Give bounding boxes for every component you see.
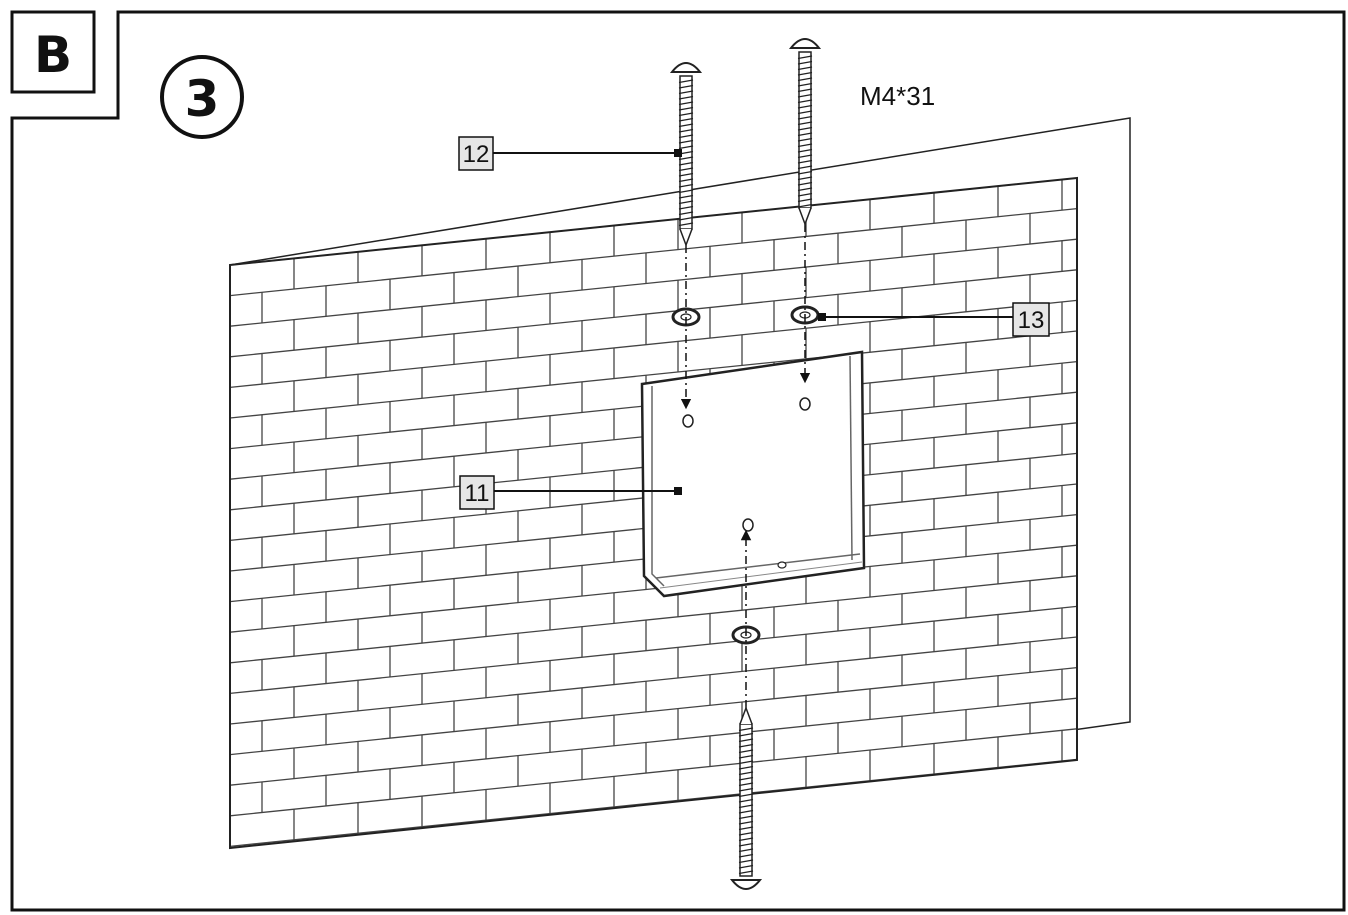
screw-icon (669, 62, 703, 248)
plate-hole (742, 518, 754, 532)
callout-label: 11 (465, 480, 490, 507)
screw-icon (729, 705, 763, 890)
frame-border (10, 10, 1346, 912)
step-number: 3 (185, 70, 220, 128)
plate-hole (799, 397, 811, 411)
brick-wall-outline (229, 176, 1078, 850)
callout-screw: 12 (458, 136, 682, 171)
callout-bracket: 11 (459, 475, 682, 510)
plate-hole (777, 561, 787, 569)
callout-label: 13 (1018, 307, 1045, 334)
section-label: B (34, 26, 72, 84)
callout-label: 12 (463, 141, 490, 168)
plate-hole (682, 414, 694, 428)
callout-washer: 13 (818, 302, 1050, 337)
screw-icon (788, 38, 822, 227)
wall-plate-icon (640, 350, 866, 598)
section-box (10, 10, 96, 94)
screw-spec-label: M4*31 (860, 81, 935, 111)
step-circle (160, 55, 244, 139)
